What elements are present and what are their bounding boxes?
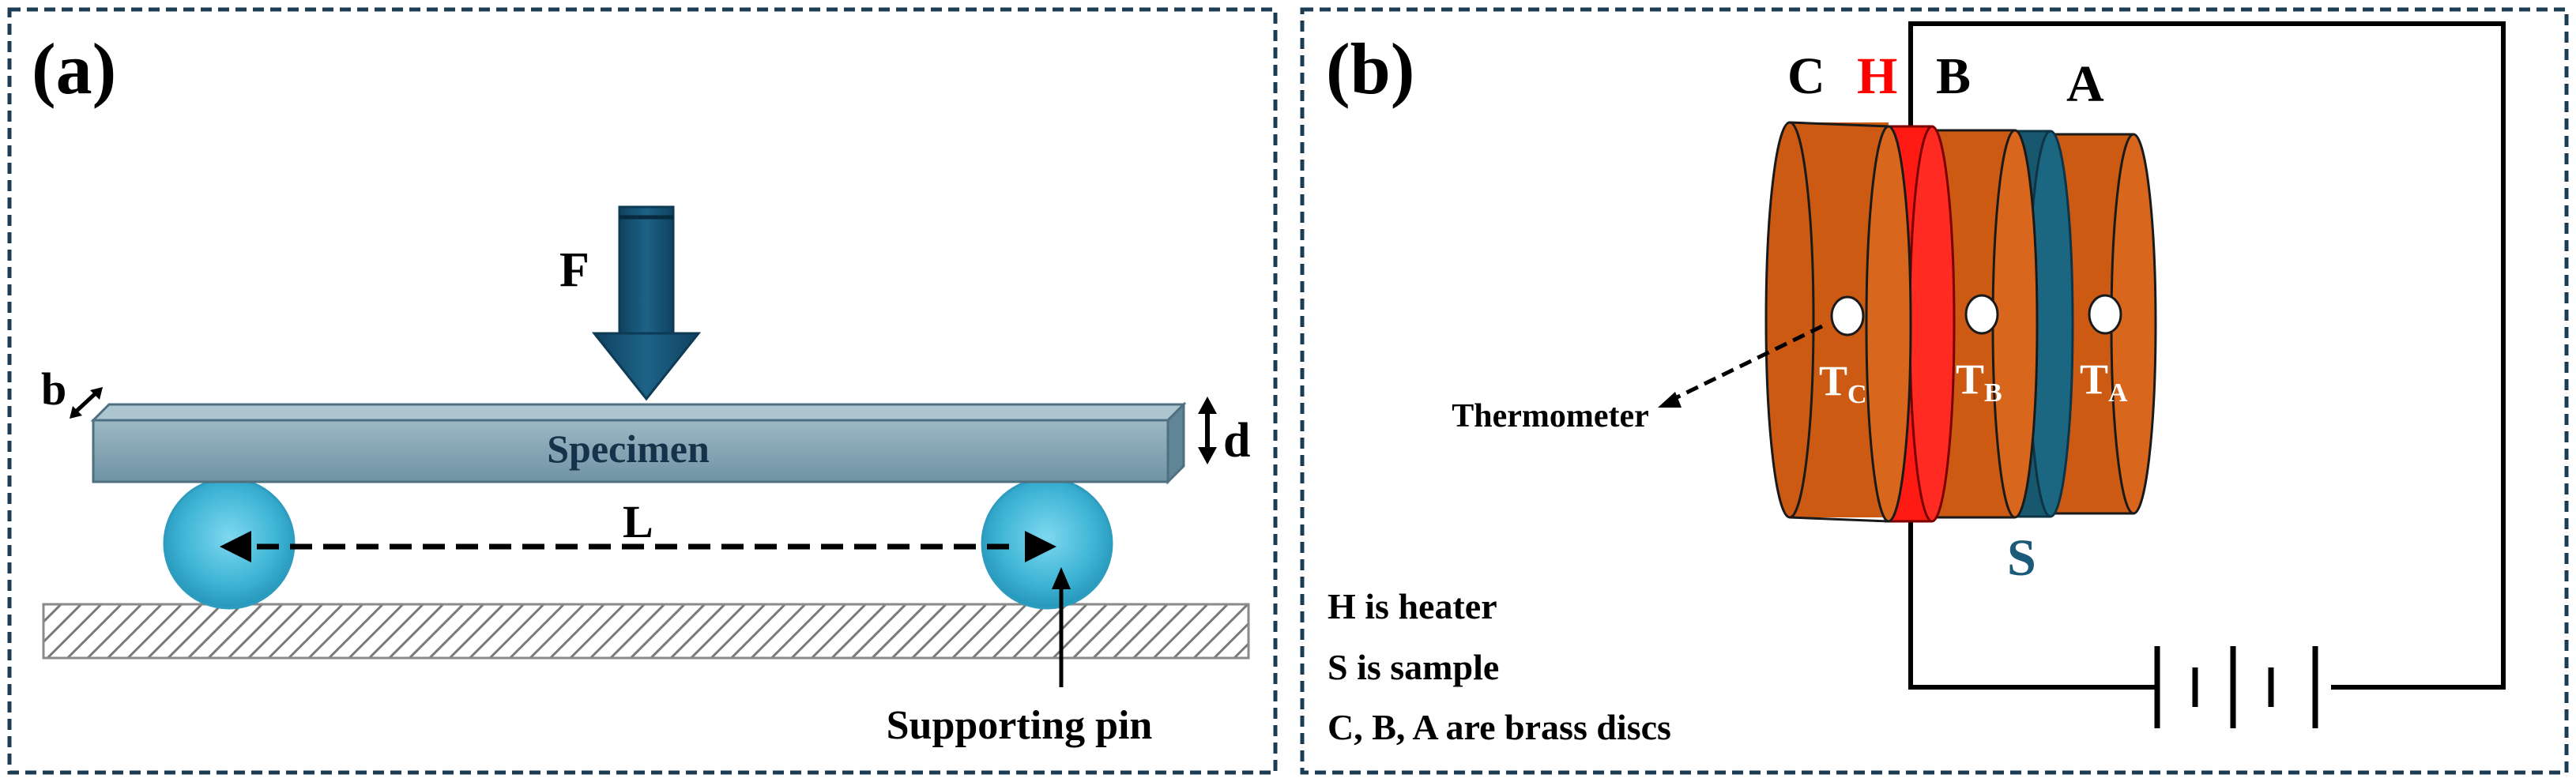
width-arrow bbox=[70, 387, 103, 419]
legend-line-3: C, B, A are brass discs bbox=[1328, 707, 1671, 747]
thermometer-pointer-arrow bbox=[1658, 321, 1828, 408]
width-symbol: b bbox=[41, 363, 66, 415]
span-label: L bbox=[623, 496, 653, 547]
disc-a-label: A bbox=[2066, 55, 2104, 113]
span-arrow bbox=[220, 531, 1056, 562]
panel-b-label: (b) bbox=[1326, 28, 1414, 109]
depth-arrow bbox=[1198, 397, 1217, 464]
battery bbox=[2154, 646, 2318, 728]
legend-line-1: H is heater bbox=[1328, 586, 1497, 626]
beam-side-face bbox=[1166, 401, 1185, 485]
support-pointer-arrow bbox=[1052, 567, 1071, 687]
ground-hatch bbox=[42, 603, 1250, 660]
thermometer-hole-a bbox=[2088, 294, 2122, 335]
panel-b-frame bbox=[1300, 7, 2569, 775]
force-arrow bbox=[591, 205, 702, 401]
support-label: Supporting pin bbox=[887, 703, 1153, 748]
circuit-wires bbox=[1908, 21, 2506, 690]
specimen-label: Specimen bbox=[547, 427, 710, 471]
beam-top-face bbox=[90, 403, 1187, 422]
beam-front-face bbox=[92, 419, 1169, 483]
panel-a-label: (a) bbox=[32, 28, 116, 109]
temperature-label-a: TA bbox=[2080, 355, 2128, 408]
thermometer-hole-b bbox=[1964, 294, 1999, 335]
thermometer-hole-c bbox=[1830, 295, 1865, 336]
legend-line-2: S is sample bbox=[1328, 647, 1499, 687]
sample-label: S bbox=[2007, 529, 2036, 587]
heater-label: H bbox=[1857, 47, 1897, 105]
thermometer-label: Thermometer bbox=[1452, 398, 1649, 434]
panel-b: (b) bbox=[1300, 7, 2569, 775]
disc-c bbox=[1764, 121, 1912, 523]
depth-symbol: d bbox=[1223, 414, 1250, 468]
specimen-beam bbox=[90, 401, 1187, 485]
disc-c-label: C bbox=[1787, 47, 1825, 105]
temperature-label-b: TB bbox=[1956, 355, 2002, 408]
panel-a: (a) Specimen F b bbox=[7, 7, 1278, 775]
temperature-label-c: TC bbox=[1819, 357, 1867, 409]
panel-a-frame bbox=[7, 7, 1278, 775]
force-label: F bbox=[559, 243, 589, 297]
disc-b-label: B bbox=[1936, 47, 1971, 105]
